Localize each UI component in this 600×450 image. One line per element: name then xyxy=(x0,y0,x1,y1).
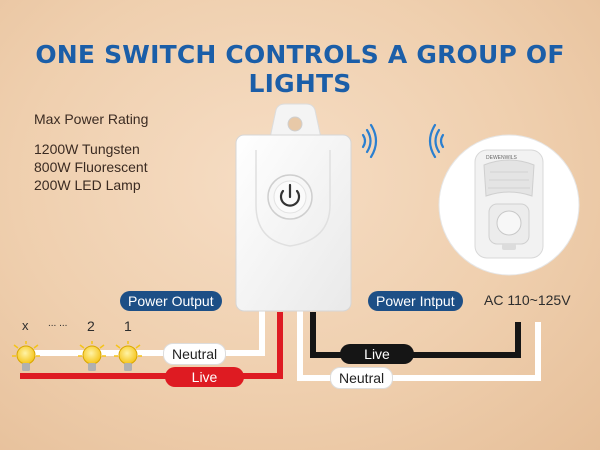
bulb-number-1: 1 xyxy=(124,318,132,334)
sensor-brand: DEWENWILS xyxy=(486,155,517,161)
ratings-header: Max Power Rating xyxy=(34,111,149,127)
bulb-ellipsis: ... ... xyxy=(48,318,68,329)
live-wire-left xyxy=(20,312,283,379)
rating-led: 200W LED Lamp xyxy=(34,177,141,193)
ac-voltage-range: AC 110~125V xyxy=(484,292,571,308)
neutral-label-right: Neutral xyxy=(330,367,394,389)
remote-switch-receiver xyxy=(235,134,352,312)
bulb-number-2: 2 xyxy=(87,318,95,334)
power-output-label: Power Output xyxy=(120,291,222,311)
rating-tungsten: 1200W Tungsten xyxy=(34,141,140,157)
headline: ONE SWITCH CONTROLS A GROUP OF LIGHTS xyxy=(35,40,565,98)
wireless-signal-icon-left xyxy=(428,123,445,159)
wireless-signal-icon-right xyxy=(361,123,378,159)
neutral-label-left: Neutral xyxy=(163,343,227,365)
bulb-icon-left xyxy=(12,341,40,371)
power-input-label: Power Intput xyxy=(368,291,463,311)
switch-hanger-tab xyxy=(269,103,322,139)
bulb-x-marker: x xyxy=(22,318,29,333)
power-button-icon xyxy=(279,183,301,207)
rating-fluorescent: 800W Fluorescent xyxy=(34,159,148,175)
neutral-wire-left xyxy=(20,310,265,356)
live-label-right: Live xyxy=(340,344,414,364)
motion-sensor-device xyxy=(438,134,580,276)
live-wire-right xyxy=(310,312,521,358)
bulb-icon-2 xyxy=(78,341,106,371)
live-label-left: Live xyxy=(165,367,244,387)
power-ratings: Max Power Rating 1200W Tungsten 800W Flu… xyxy=(34,111,148,194)
bulb-icon-1 xyxy=(114,341,142,371)
neutral-wire-right xyxy=(297,310,541,381)
